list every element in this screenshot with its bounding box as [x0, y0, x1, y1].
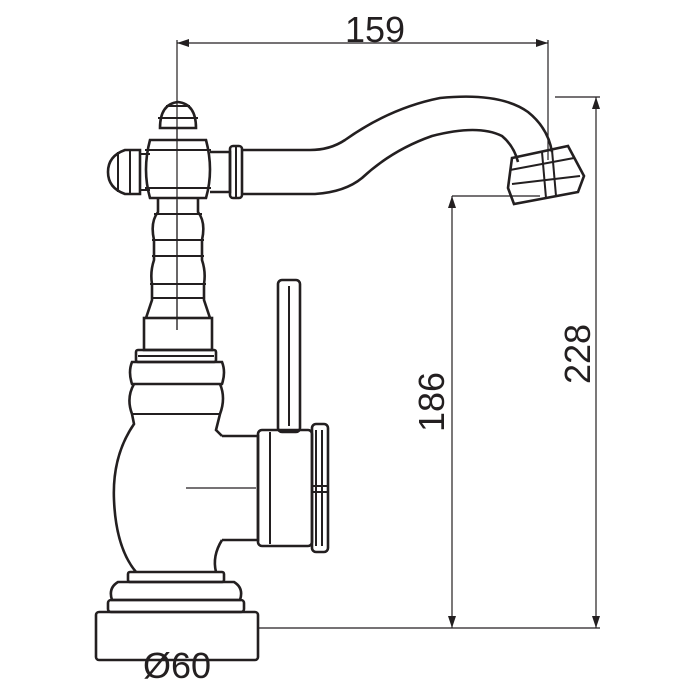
dimension-label-reach: 159 — [345, 9, 405, 50]
neck — [144, 198, 212, 330]
dimension-spout-height — [448, 195, 540, 628]
left-handle-knob — [106, 148, 150, 196]
faucet-base — [94, 570, 260, 662]
dimension-label-overall-height: 228 — [557, 324, 598, 384]
cross-handle-hub — [144, 128, 212, 200]
lower-body — [112, 383, 256, 573]
top-handle-knob — [158, 100, 198, 130]
spout — [242, 95, 554, 196]
dimension-label-spout-height: 186 — [411, 372, 452, 432]
nut-rings — [128, 316, 226, 386]
side-cartridge — [222, 422, 330, 554]
faucet-body — [94, 95, 586, 662]
dimension-reach — [176, 39, 549, 330]
dimension-lines — [176, 39, 600, 629]
dimension-label-base-diameter: Ø60 — [143, 645, 211, 686]
spout-collar — [210, 144, 244, 200]
spout-aerator — [506, 144, 586, 206]
side-lever — [276, 278, 302, 434]
dimension-overall-height — [555, 96, 600, 628]
